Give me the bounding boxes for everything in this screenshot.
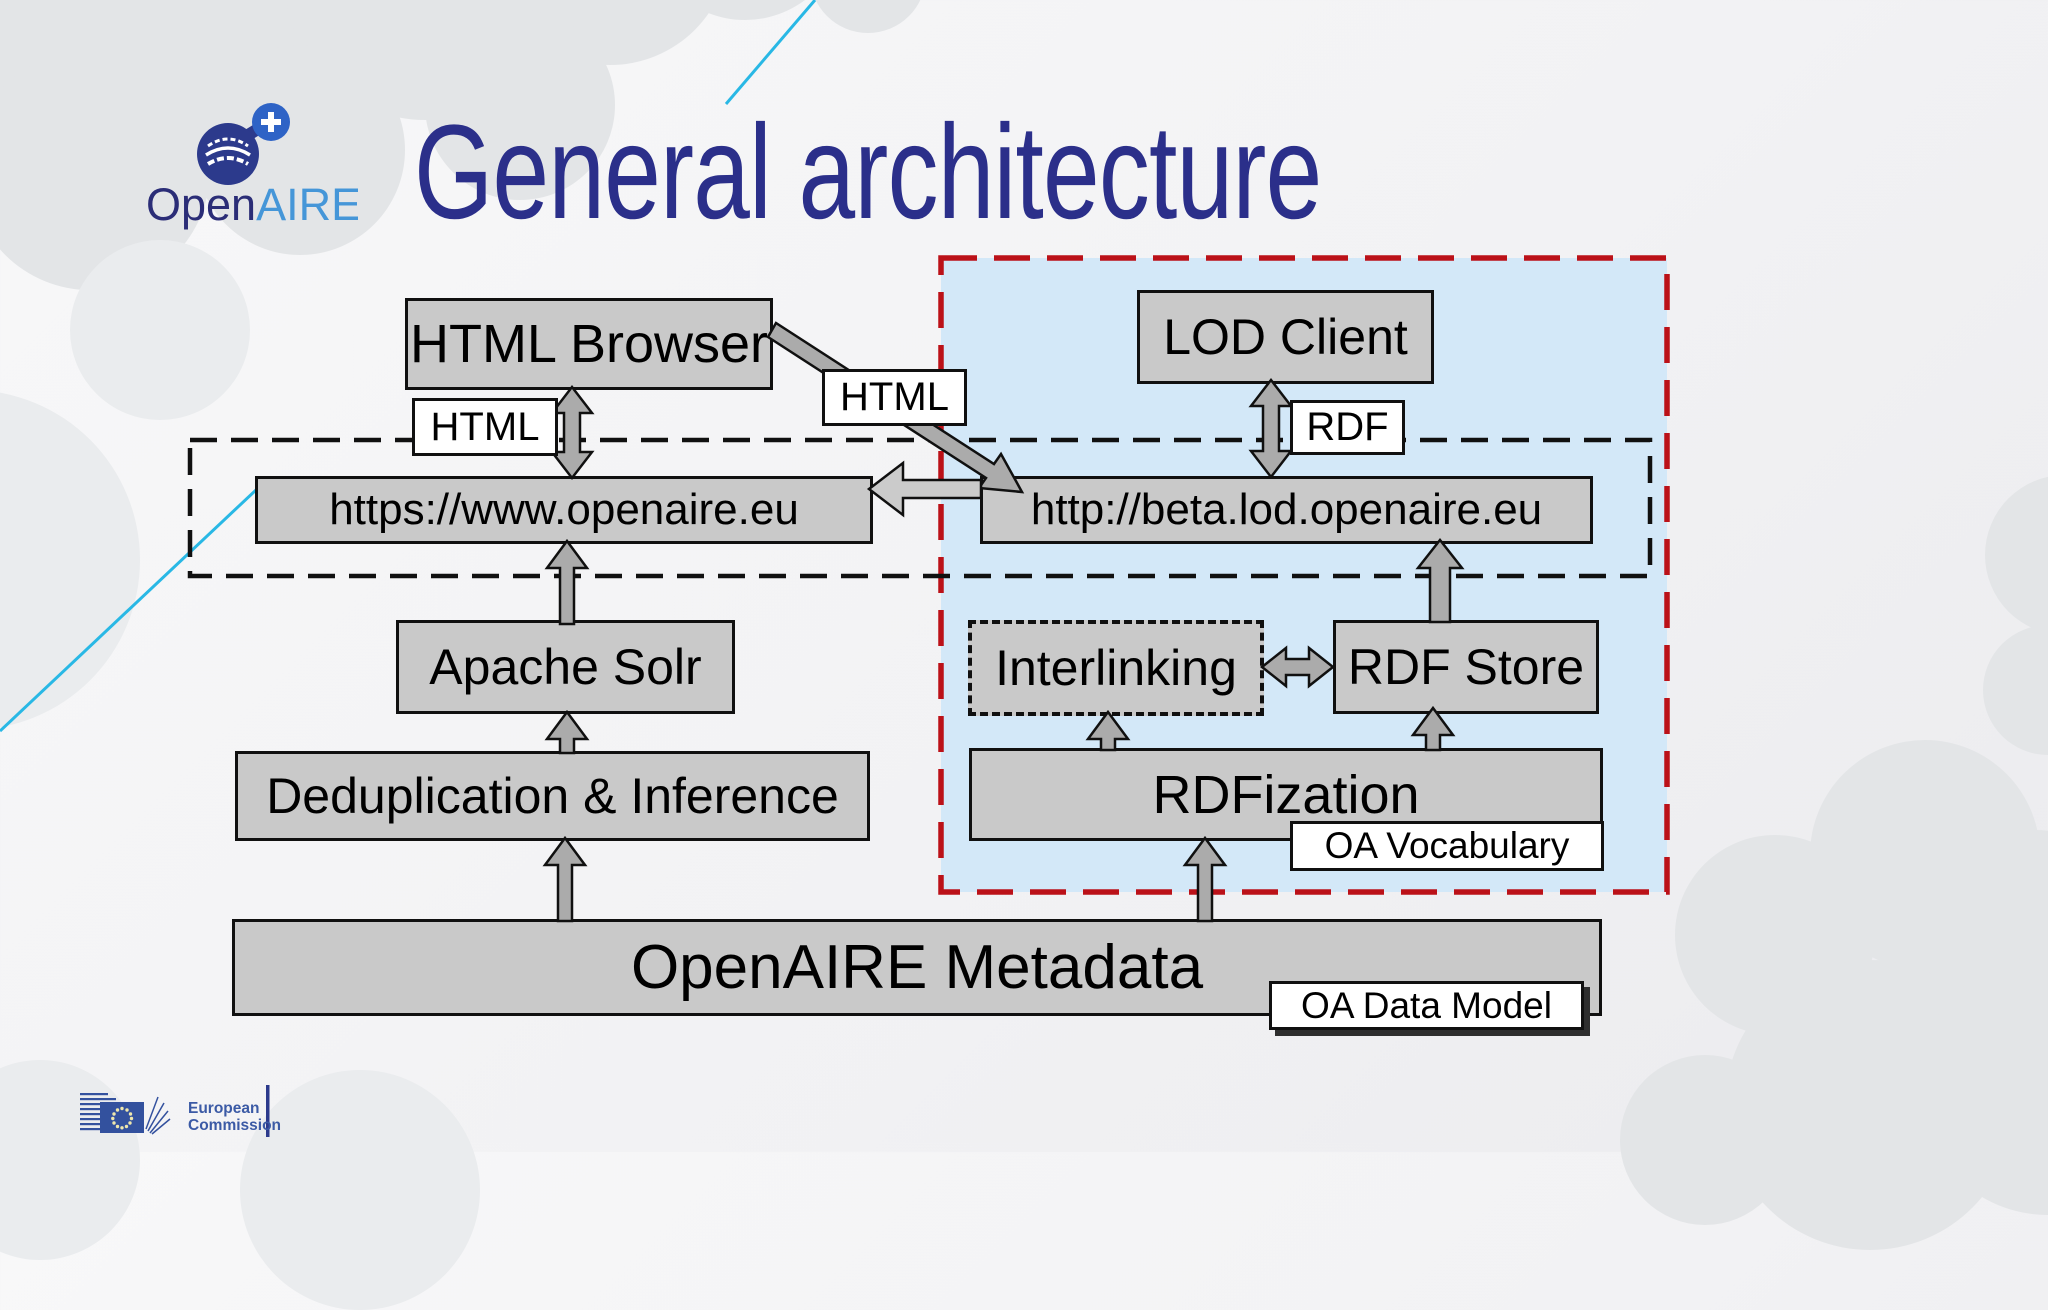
eu-flag-stars [111,1106,134,1130]
arrow-metadata-dedup [542,835,588,923]
openaire-logo: OpenAIRE [146,103,358,230]
eu-divider-bar [266,1085,270,1137]
node-lod-endpoint: http://beta.lod.openaire.eu [980,476,1593,544]
blob [70,240,250,420]
tag-oa-data-model: OA Data Model [1269,981,1584,1030]
blob [425,10,615,200]
eu-spray [145,1096,171,1135]
edge-label-html-portal: HTML [412,398,558,456]
footer-org-line1: European [188,1100,260,1117]
footer-org-line2: Commission [188,1117,282,1134]
node-lod-client: LOD Client [1137,290,1434,384]
arrow-interlinking-store [1259,645,1336,689]
logo-wordmark: OpenAIRE [146,179,358,230]
node-html-browser: HTML Browser [405,298,773,390]
footer-org-name: European Commission [188,1100,281,1134]
node-openaire-metadata: OpenAIRE Metadata [232,919,1602,1016]
arrow-endpoint-portal [866,460,983,518]
arrow-rdfization-store [1410,705,1456,752]
blob [1983,625,2048,755]
eu-commission-logo [80,1085,270,1137]
blob [0,390,140,730]
logo-wave [205,146,251,157]
arrow-client-endpoint [1248,377,1294,480]
node-openaire-portal: https://www.openaire.eu [255,476,873,544]
node-deduplication-inference: Deduplication & Inference [235,751,870,841]
page-title: General architecture [414,98,1322,247]
arrow-rdfization-interlinking [1085,709,1131,752]
blob [810,0,926,33]
node-rdf-store: RDF Store [1333,620,1599,714]
node-interlinking: Interlinking [968,620,1264,716]
arrow-store-endpoint [1415,537,1465,624]
arrow-metadata-rdfization [1182,835,1228,923]
blob [1620,1055,1790,1225]
arrow-solr-portal [544,538,590,626]
node-apache-solr: Apache Solr [396,620,735,714]
arrow-dedup-solr [544,709,590,755]
logo-wave [207,137,249,148]
blob [1985,475,2048,635]
logo-wave [206,156,250,166]
edge-label-rdf: RDF [1290,400,1405,455]
logo-globe-icon [197,123,259,185]
arrow-browser-portal [549,384,595,481]
tag-oa-vocabulary: OA Vocabulary [1290,821,1604,871]
edge-label-html-endpoint: HTML [822,369,967,426]
